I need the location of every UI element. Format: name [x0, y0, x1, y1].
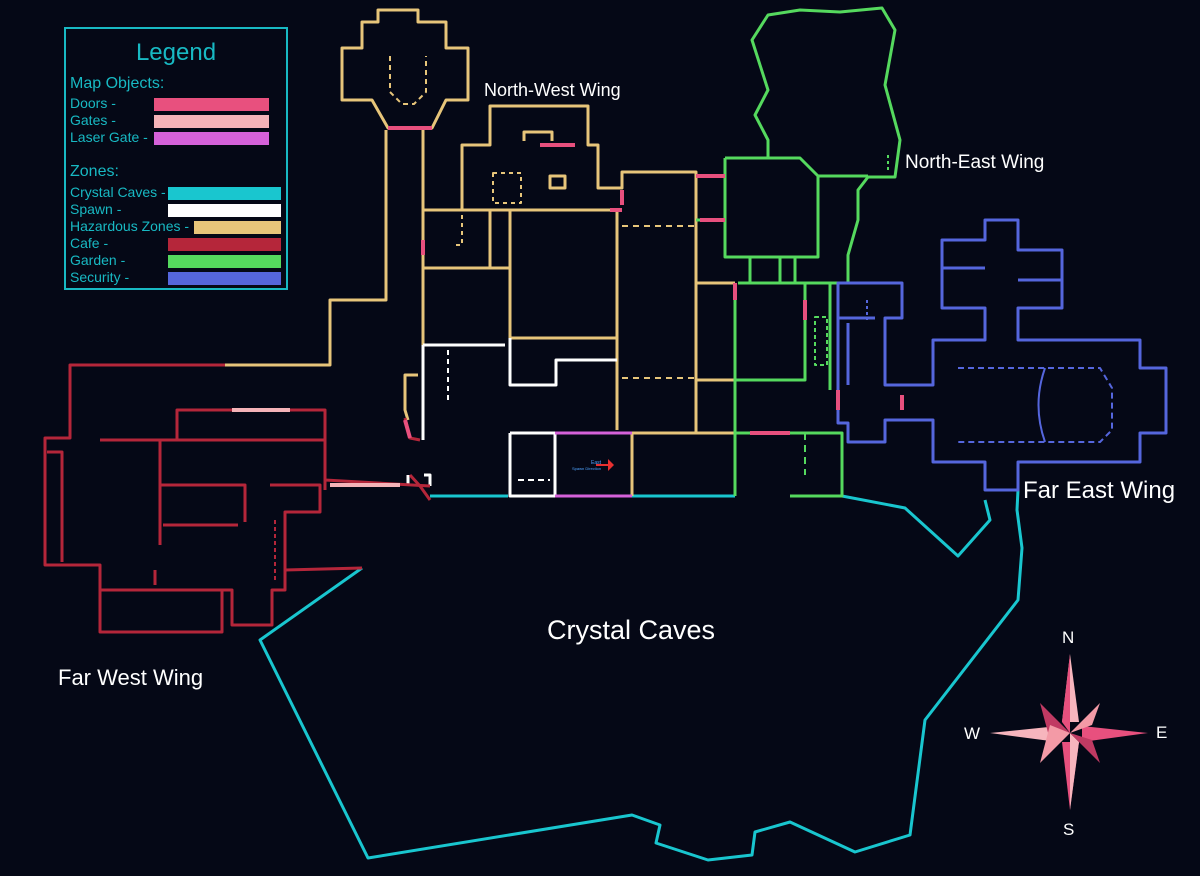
legend-swatch-laser-gate [154, 132, 269, 145]
legend-item-security: Security - [70, 269, 130, 285]
legend-swatch-doors [154, 98, 269, 111]
legend-item-laser-gate: Laser Gate - [70, 129, 148, 145]
door-markers [388, 126, 904, 439]
spawn-marker-direction: Spawn Direction [572, 466, 601, 471]
compass-west-label: W [964, 724, 981, 743]
legend-swatch-security [168, 272, 281, 285]
gate-markers [232, 408, 400, 487]
legend-map-objects-heading: Map Objects: [70, 75, 165, 92]
crystal-caves-zone [258, 489, 1024, 862]
garden-zone [696, 6, 902, 498]
legend-swatch-gates [154, 115, 269, 128]
compass-rose-icon [990, 654, 1148, 810]
compass-north-label: N [1062, 628, 1075, 647]
label-crystal-caves: Crystal Caves [547, 615, 716, 645]
compass-east-label: E [1156, 723, 1168, 742]
legend-item-spawn: Spawn - [70, 201, 122, 217]
cafe-zone [43, 363, 432, 634]
label-far-west-wing: Far West Wing [58, 665, 204, 690]
legend-zones-heading: Zones: [70, 163, 119, 180]
legend-item-gates: Gates - [70, 112, 116, 128]
legend-title: Legend [135, 39, 217, 66]
label-far-east-wing: Far East Wing [1023, 477, 1176, 504]
legend-swatch-spawn [168, 204, 281, 217]
laser-gate-markers [555, 431, 632, 498]
hazardous-zone [225, 8, 735, 496]
legend-swatch-garden [168, 255, 281, 268]
legend-item-doors: Doors - [70, 95, 116, 111]
spawn-marker-east: East [591, 460, 602, 466]
legend-item-garden: Garden - [70, 252, 126, 268]
legend-swatch-crystal-caves [168, 187, 281, 200]
legend-item-hazardous-zones: Hazardous Zones - [70, 218, 190, 234]
spawn-arrow-icon [596, 459, 614, 471]
label-north-west-wing: North-West Wing [484, 80, 621, 100]
map-legend: Legend Map Objects: Doors - Gates - Lase… [64, 27, 288, 290]
legend-item-cafe: Cafe - [70, 235, 109, 251]
legend-swatch-hazardous-zones [194, 221, 281, 234]
label-north-east-wing: North-East Wing [905, 152, 1045, 173]
legend-swatch-cafe [168, 238, 281, 251]
security-zone [836, 218, 1168, 492]
compass-south-label: S [1063, 820, 1075, 839]
spawn-zone [406, 338, 617, 498]
legend-item-crystal-caves: Crystal Caves - [70, 184, 166, 200]
